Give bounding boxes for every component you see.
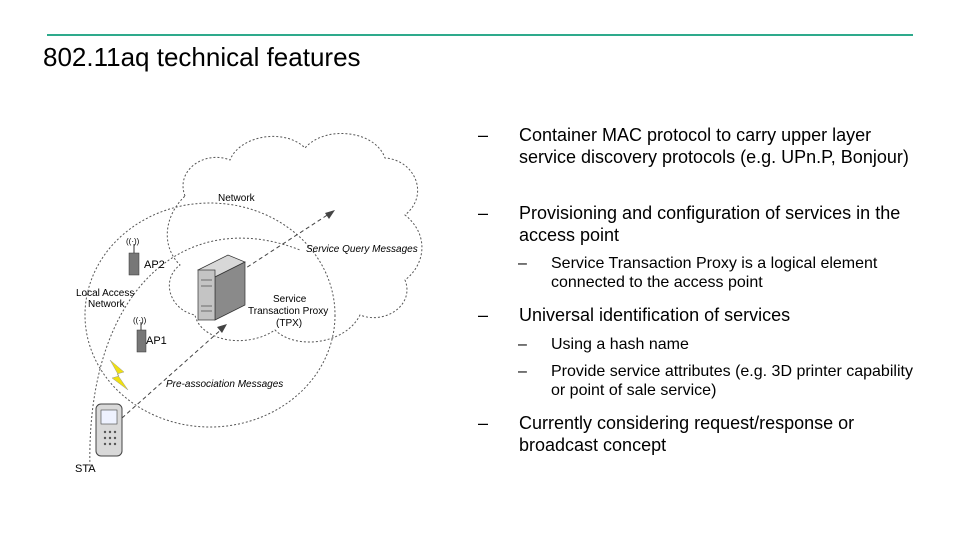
access-point-icon: ((·)) [133, 316, 147, 353]
network-diagram: Network Service Query Messages ((·)) AP2… [75, 133, 423, 475]
local-access-network-label-line1: Local Access [76, 288, 134, 299]
svg-text:((·)): ((·)) [126, 237, 140, 246]
slide-title: 802.11aq technical features [43, 42, 361, 72]
service-proxy-label-line2: Transaction Proxy [248, 306, 328, 317]
local-access-network-label-line2: Network [88, 299, 126, 310]
service-proxy-label-line1: Service [273, 294, 307, 305]
arrowhead-icon [325, 210, 335, 219]
cloud-icon [166, 133, 423, 343]
local-access-network-boundary [84, 202, 336, 428]
network-label: Network [218, 193, 256, 204]
coverage-arc [89, 237, 301, 471]
server-icon [197, 254, 246, 321]
lightning-icon [109, 359, 129, 391]
ap1-label: AP1 [146, 335, 167, 347]
arrowhead-icon [217, 324, 227, 333]
title-accent-line [47, 34, 913, 36]
svg-text:((·)): ((·)) [133, 316, 147, 325]
mobile-phone-icon [95, 403, 123, 457]
pre-association-arrow [121, 326, 225, 419]
ap2-label: AP2 [144, 259, 165, 271]
sta-label: STA [75, 463, 96, 475]
service-query-label: Service Query Messages [306, 244, 418, 255]
service-proxy-label-line3: (TPX) [276, 318, 302, 329]
access-point-icon: ((·)) [126, 237, 140, 276]
pre-association-label: Pre-association Messages [166, 379, 283, 390]
